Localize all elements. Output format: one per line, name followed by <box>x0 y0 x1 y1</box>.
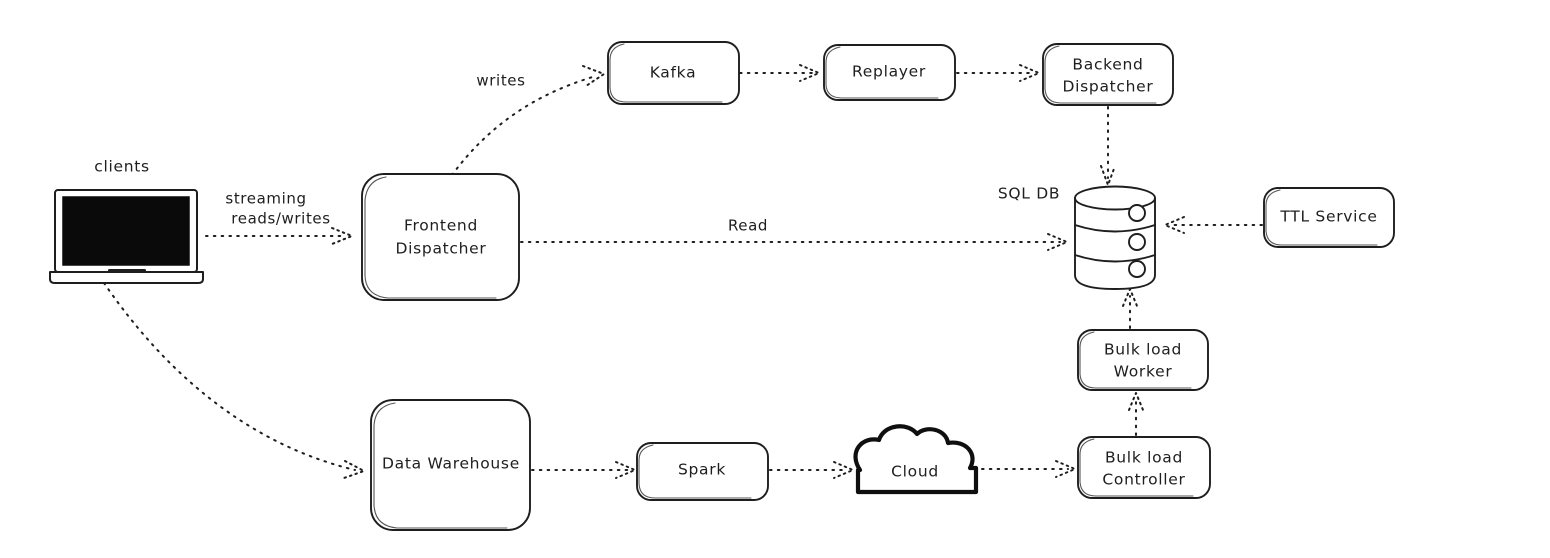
kafka-label: Kafka <box>650 64 697 82</box>
node-sql-db[interactable]: SQL DB <box>998 185 1156 290</box>
edge-frontend-dispatcher-to-sql-db <box>520 233 1068 251</box>
edge-backend-dispatcher-to-sql-db <box>1100 106 1116 186</box>
bulk-load-worker-label-line2: Worker <box>1114 363 1173 381</box>
edge-data-warehouse-to-spark <box>531 461 636 479</box>
ttl-service-label: TTL Service <box>1279 208 1377 226</box>
edge-ttl-service-to-sql-db <box>1164 216 1263 234</box>
node-frontend-dispatcher[interactable]: Frontend Dispatcher <box>361 173 520 301</box>
edge-replayer-to-backend-dispatcher <box>956 64 1040 82</box>
node-replayer[interactable]: Replayer <box>823 44 956 101</box>
node-spark[interactable]: Spark <box>636 442 769 501</box>
backend-dispatcher-label-line1: Backend <box>1072 56 1143 74</box>
frontend-dispatcher-label-line1: Frontend <box>404 217 478 235</box>
bulk-load-controller-label-line2: Controller <box>1102 471 1185 489</box>
data-warehouse-label: Data Warehouse <box>382 455 520 473</box>
node-backend-dispatcher[interactable]: Backend Dispatcher <box>1042 43 1174 106</box>
database-cylinder-icon <box>1074 185 1156 290</box>
edge-label-streaming-line1: streaming <box>225 190 306 208</box>
backend-dispatcher-label-line2: Dispatcher <box>1063 78 1154 96</box>
clients-label: clients <box>94 158 150 176</box>
edge-label-read: Read <box>728 217 768 235</box>
edge-clients-to-data-warehouse <box>103 282 365 479</box>
laptop-icon <box>49 189 204 284</box>
node-bulk-load-worker[interactable]: Bulk load Worker <box>1077 329 1209 391</box>
edge-label-streaming-line2: reads/writes <box>231 210 330 228</box>
edge-frontend-dispatcher-to-kafka <box>451 65 605 176</box>
edge-cloud-to-bulk-load-controller <box>981 460 1076 478</box>
node-kafka[interactable]: Kafka <box>607 41 740 105</box>
cloud-label: Cloud <box>891 463 939 481</box>
bulk-load-worker-label-line1: Bulk load <box>1104 341 1182 359</box>
edge-bulk-load-worker-to-sql-db <box>1122 288 1138 329</box>
sql-db-label: SQL DB <box>998 185 1060 203</box>
node-cloud[interactable]: Cloud <box>853 424 979 495</box>
node-clients[interactable]: clients <box>49 158 204 284</box>
edge-spark-to-cloud <box>769 461 854 479</box>
replayer-label: Replayer <box>852 63 926 81</box>
node-ttl-service[interactable]: TTL Service <box>1263 187 1395 248</box>
edge-label-writes: writes <box>476 72 525 90</box>
edge-kafka-to-replayer <box>739 64 820 82</box>
edge-bulk-load-controller-to-bulk-load-worker <box>1128 392 1144 436</box>
edge-clients-to-frontend-dispatcher <box>205 227 353 245</box>
frontend-dispatcher-label-line2: Dispatcher <box>396 240 487 258</box>
spark-label: Spark <box>678 461 726 479</box>
node-data-warehouse[interactable]: Data Warehouse <box>370 399 531 531</box>
node-bulk-load-controller[interactable]: Bulk load Controller <box>1077 436 1211 499</box>
bulk-load-controller-label-line1: Bulk load <box>1105 449 1183 467</box>
